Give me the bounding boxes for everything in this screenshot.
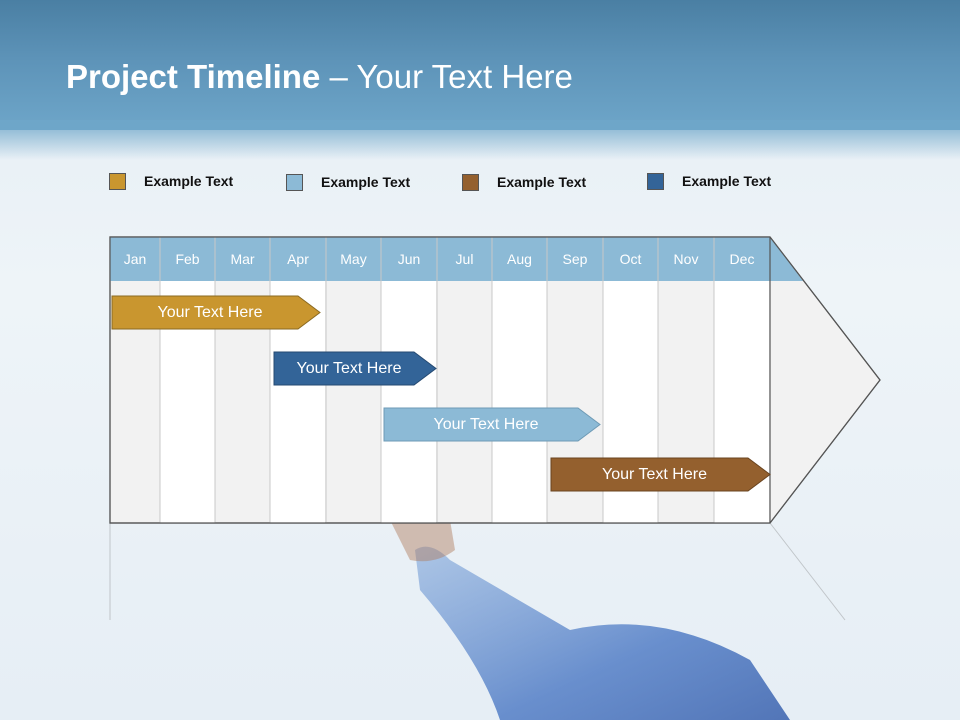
- legend-swatch: [109, 172, 126, 190]
- month-label: Nov: [673, 251, 699, 267]
- header-band: [0, 0, 960, 130]
- month-label: Jul: [455, 251, 474, 267]
- bar-label: Your Text Here: [433, 416, 539, 433]
- legend-item: Example Text: [647, 171, 771, 191]
- bar-label: Your Text Here: [296, 360, 402, 377]
- legend-label: Example Text: [144, 173, 234, 189]
- bar-label: Your Text Here: [157, 304, 263, 321]
- timeline-bar: [273, 351, 437, 386]
- legend-label: Example Text: [497, 174, 587, 190]
- timeline-bar: [383, 407, 601, 442]
- legend-item: Example Text: [462, 172, 586, 192]
- month-header-row: [110, 237, 770, 281]
- bar-label: Your Text Here: [602, 466, 707, 483]
- legend-swatch: [462, 173, 479, 191]
- header-fade: [0, 120, 960, 160]
- legend-label: Example Text: [321, 174, 411, 190]
- bottle-photo: [390, 520, 790, 720]
- month-label: Aug: [507, 251, 532, 267]
- legend-swatch: [647, 172, 664, 190]
- month-label: Mar: [230, 251, 255, 267]
- month-label: Dec: [729, 251, 755, 267]
- month-label: Jan: [123, 251, 147, 267]
- timeline-bar: [550, 457, 771, 492]
- legend-label: Example Text: [682, 173, 772, 189]
- month-label: Apr: [287, 251, 309, 267]
- month-label: Oct: [619, 251, 642, 267]
- month-label: Sep: [562, 251, 588, 267]
- timeline-reflection: [109, 522, 846, 621]
- month-label: Feb: [175, 251, 200, 267]
- page-title: Project Timeline – Your Text Here: [66, 58, 573, 96]
- title-rest: – Your Text Here: [320, 58, 573, 95]
- title-bold: Project Timeline: [66, 58, 321, 95]
- legend-item: Example Text: [109, 171, 233, 191]
- legend-swatch: [286, 173, 303, 191]
- timeline-bar: [111, 295, 321, 330]
- month-label: Jun: [397, 251, 421, 267]
- month-label: May: [340, 251, 367, 267]
- legend-item: Example Text: [286, 172, 410, 192]
